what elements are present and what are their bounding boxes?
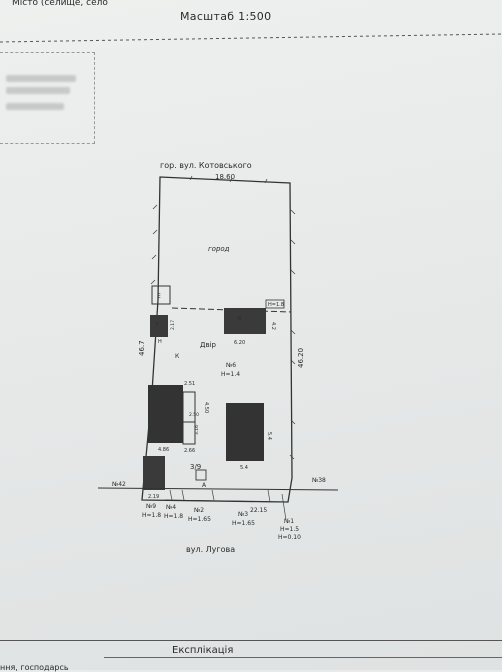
label-m1: №1 (284, 518, 294, 525)
fence-ticks (150, 175, 296, 460)
dim-486: 4.86 (158, 447, 169, 453)
label-m3: №3 (238, 511, 248, 518)
street-bottom-label: вул. Лугова (186, 545, 235, 554)
yard-label: Двір (200, 341, 217, 349)
dim-3-9: 3/9 (190, 463, 201, 471)
dim-bottom-right: 22.15 (250, 507, 267, 514)
dim-5-4-v: 5.4 (266, 432, 272, 440)
label-m4: №4 (166, 504, 176, 511)
blurred-stamp (0, 52, 95, 144)
street-line-bottom (97, 487, 339, 491)
label-n: Н (158, 339, 162, 345)
label-m1-h: Н=1.5 (280, 526, 299, 533)
dim-316: 3.16 (194, 425, 200, 435)
label-m4-h: Н=1.8 (164, 513, 183, 520)
label-b: Б (238, 316, 242, 322)
explication-row-text: ння, господарсь (0, 663, 69, 672)
garden-label: город (208, 245, 230, 253)
dim-219: 2.19 (148, 494, 159, 500)
header-location-text: Місто (селище, село (12, 0, 108, 8)
explication-section: Експлікація ння, господарсь (0, 640, 502, 672)
site-plan: гор. вул. Котовського вул. Лугова город … (97, 161, 339, 554)
building-b (224, 308, 266, 334)
dim-right: 46.20 (297, 348, 305, 368)
explication-title: Експлікація (172, 645, 234, 656)
label-g: Г (156, 322, 159, 328)
label-m6: №6 (226, 362, 236, 369)
label-m2: №2 (194, 507, 204, 514)
scale-label: Масштаб 1:500 (180, 10, 272, 23)
label-m2-h: Н=1.65 (188, 516, 211, 523)
label-m42: №42 (112, 481, 126, 488)
dim-top: 18.60 (215, 173, 235, 181)
dim-left: 46.7 (138, 340, 146, 356)
dim-217: 2.17 (170, 320, 176, 330)
label-k: К (175, 353, 180, 360)
dim-450: 4.50 (203, 402, 209, 413)
label-m9: №9 (146, 503, 156, 510)
label-m6-h: Н=1.4 (221, 371, 240, 378)
building-v (226, 403, 264, 461)
dim-4-2: 4.2 (270, 322, 276, 330)
label-m38: №38 (312, 477, 326, 484)
building-g-small (143, 456, 165, 490)
plot-boundary (141, 176, 293, 503)
dim-5-4-h: 5.4 (240, 465, 248, 471)
label-m1-h2: Н=0.10 (278, 534, 301, 541)
label-e: Е (157, 293, 161, 300)
explication-rule (104, 657, 502, 658)
label-b-h: Н=1.8 (268, 302, 284, 308)
label-a: А (202, 482, 207, 489)
dim-620: 6.20 (234, 340, 245, 346)
label-m3-h: Н=1.65 (232, 520, 255, 527)
dim-250: 2.50 (189, 412, 199, 418)
building-a (148, 385, 183, 443)
shed-e (151, 285, 171, 305)
street-top-label: гор. вул. Котовського (160, 161, 252, 170)
building-k (150, 315, 168, 337)
label-m9-h: Н=1.8 (142, 512, 161, 519)
dim-266: 2.66 (184, 448, 195, 454)
dim-251: 2.51 (184, 381, 195, 387)
